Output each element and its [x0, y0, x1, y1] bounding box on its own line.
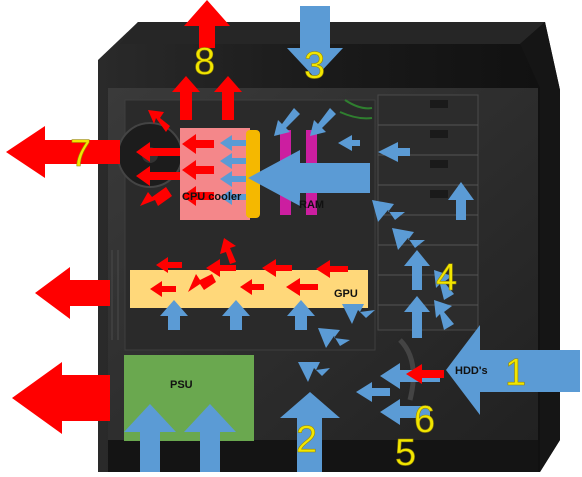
number-1: 1 [505, 352, 526, 394]
number-2: 2 [296, 419, 317, 461]
ram-label: RAM [299, 199, 324, 211]
intake-arrow-ram-to-cpu [248, 150, 370, 206]
exhaust-arrow-psu [12, 362, 110, 434]
number-7: 7 [70, 133, 91, 175]
hdds-label: HDD's [455, 365, 488, 377]
number-8: 8 [194, 41, 215, 83]
intake-arrow-bottom [280, 392, 340, 472]
number-3: 3 [304, 45, 325, 87]
exhaust-arrow-rear-top [6, 126, 120, 178]
cpu-cooler-label: CPU cooler [182, 191, 242, 203]
number-6: 6 [414, 399, 435, 441]
gpu-label: GPU [334, 288, 358, 300]
psu-intake-arrow-left [124, 404, 176, 472]
number-5: 5 [395, 432, 416, 472]
cpu-heatsink [246, 130, 260, 218]
psu-label: PSU [170, 379, 193, 391]
exhaust-arrow-rear-gpu [35, 267, 110, 319]
intake-arrow-hdd [446, 325, 580, 415]
number-4: 4 [436, 257, 457, 299]
psu-intake-arrow-right [184, 404, 236, 472]
intake-arrow-top [287, 6, 343, 78]
exhaust-arrow-top [184, 0, 230, 48]
